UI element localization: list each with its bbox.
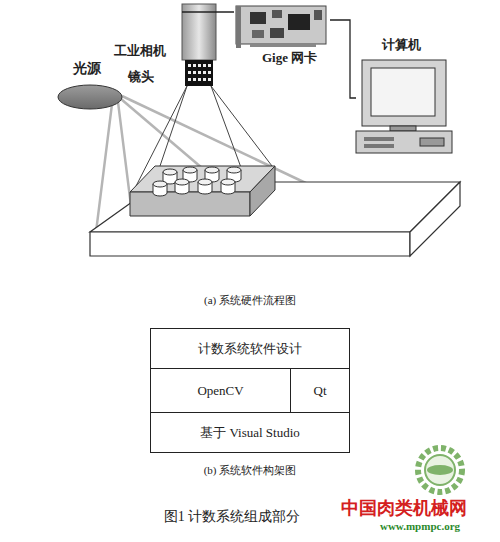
software-layer-box: 计数系统软件设计 (150, 328, 350, 369)
platform-box: 基于 Visual Studio (150, 412, 350, 453)
node-text: 计数系统软件设计 (198, 340, 302, 358)
sample-tray (130, 166, 275, 216)
node-text: Qt (314, 383, 327, 399)
node-text: Gige 网卡 (262, 49, 317, 67)
computer-node: 计算机 (356, 34, 456, 156)
figure-caption: 图1 计数系统组成部分 (164, 508, 301, 526)
node-text: 镜头 (128, 68, 154, 86)
subfigure-caption: (b) 系统软件构架图 (204, 463, 297, 478)
industrial-camera (182, 4, 216, 86)
light-source (58, 85, 122, 109)
node-text: OpenCV (197, 383, 243, 399)
library-box: OpenCV (150, 368, 291, 413)
node-text: 工业相机 (114, 42, 166, 60)
light-source-label: 光源 (55, 58, 127, 86)
cable (182, 11, 234, 12)
computer (356, 60, 452, 153)
cable (330, 20, 356, 98)
gige-card-node: Gige 网卡 (234, 2, 330, 68)
subfigure-caption: (a) 系统硬件流程图 (204, 293, 296, 308)
watermark-logo (418, 448, 462, 492)
gige-card (236, 6, 326, 48)
node-text: 光源 (73, 60, 101, 78)
node-text: 基于 Visual Studio (200, 424, 300, 442)
node-text: 计算机 (382, 36, 421, 54)
library-box: Qt (290, 368, 350, 413)
watermark: www.mpmpc.org (380, 520, 460, 532)
platform (90, 182, 460, 256)
camera-node: 工业相机镜头 (112, 2, 182, 90)
watermark: 中国肉类机械网 (341, 496, 467, 520)
